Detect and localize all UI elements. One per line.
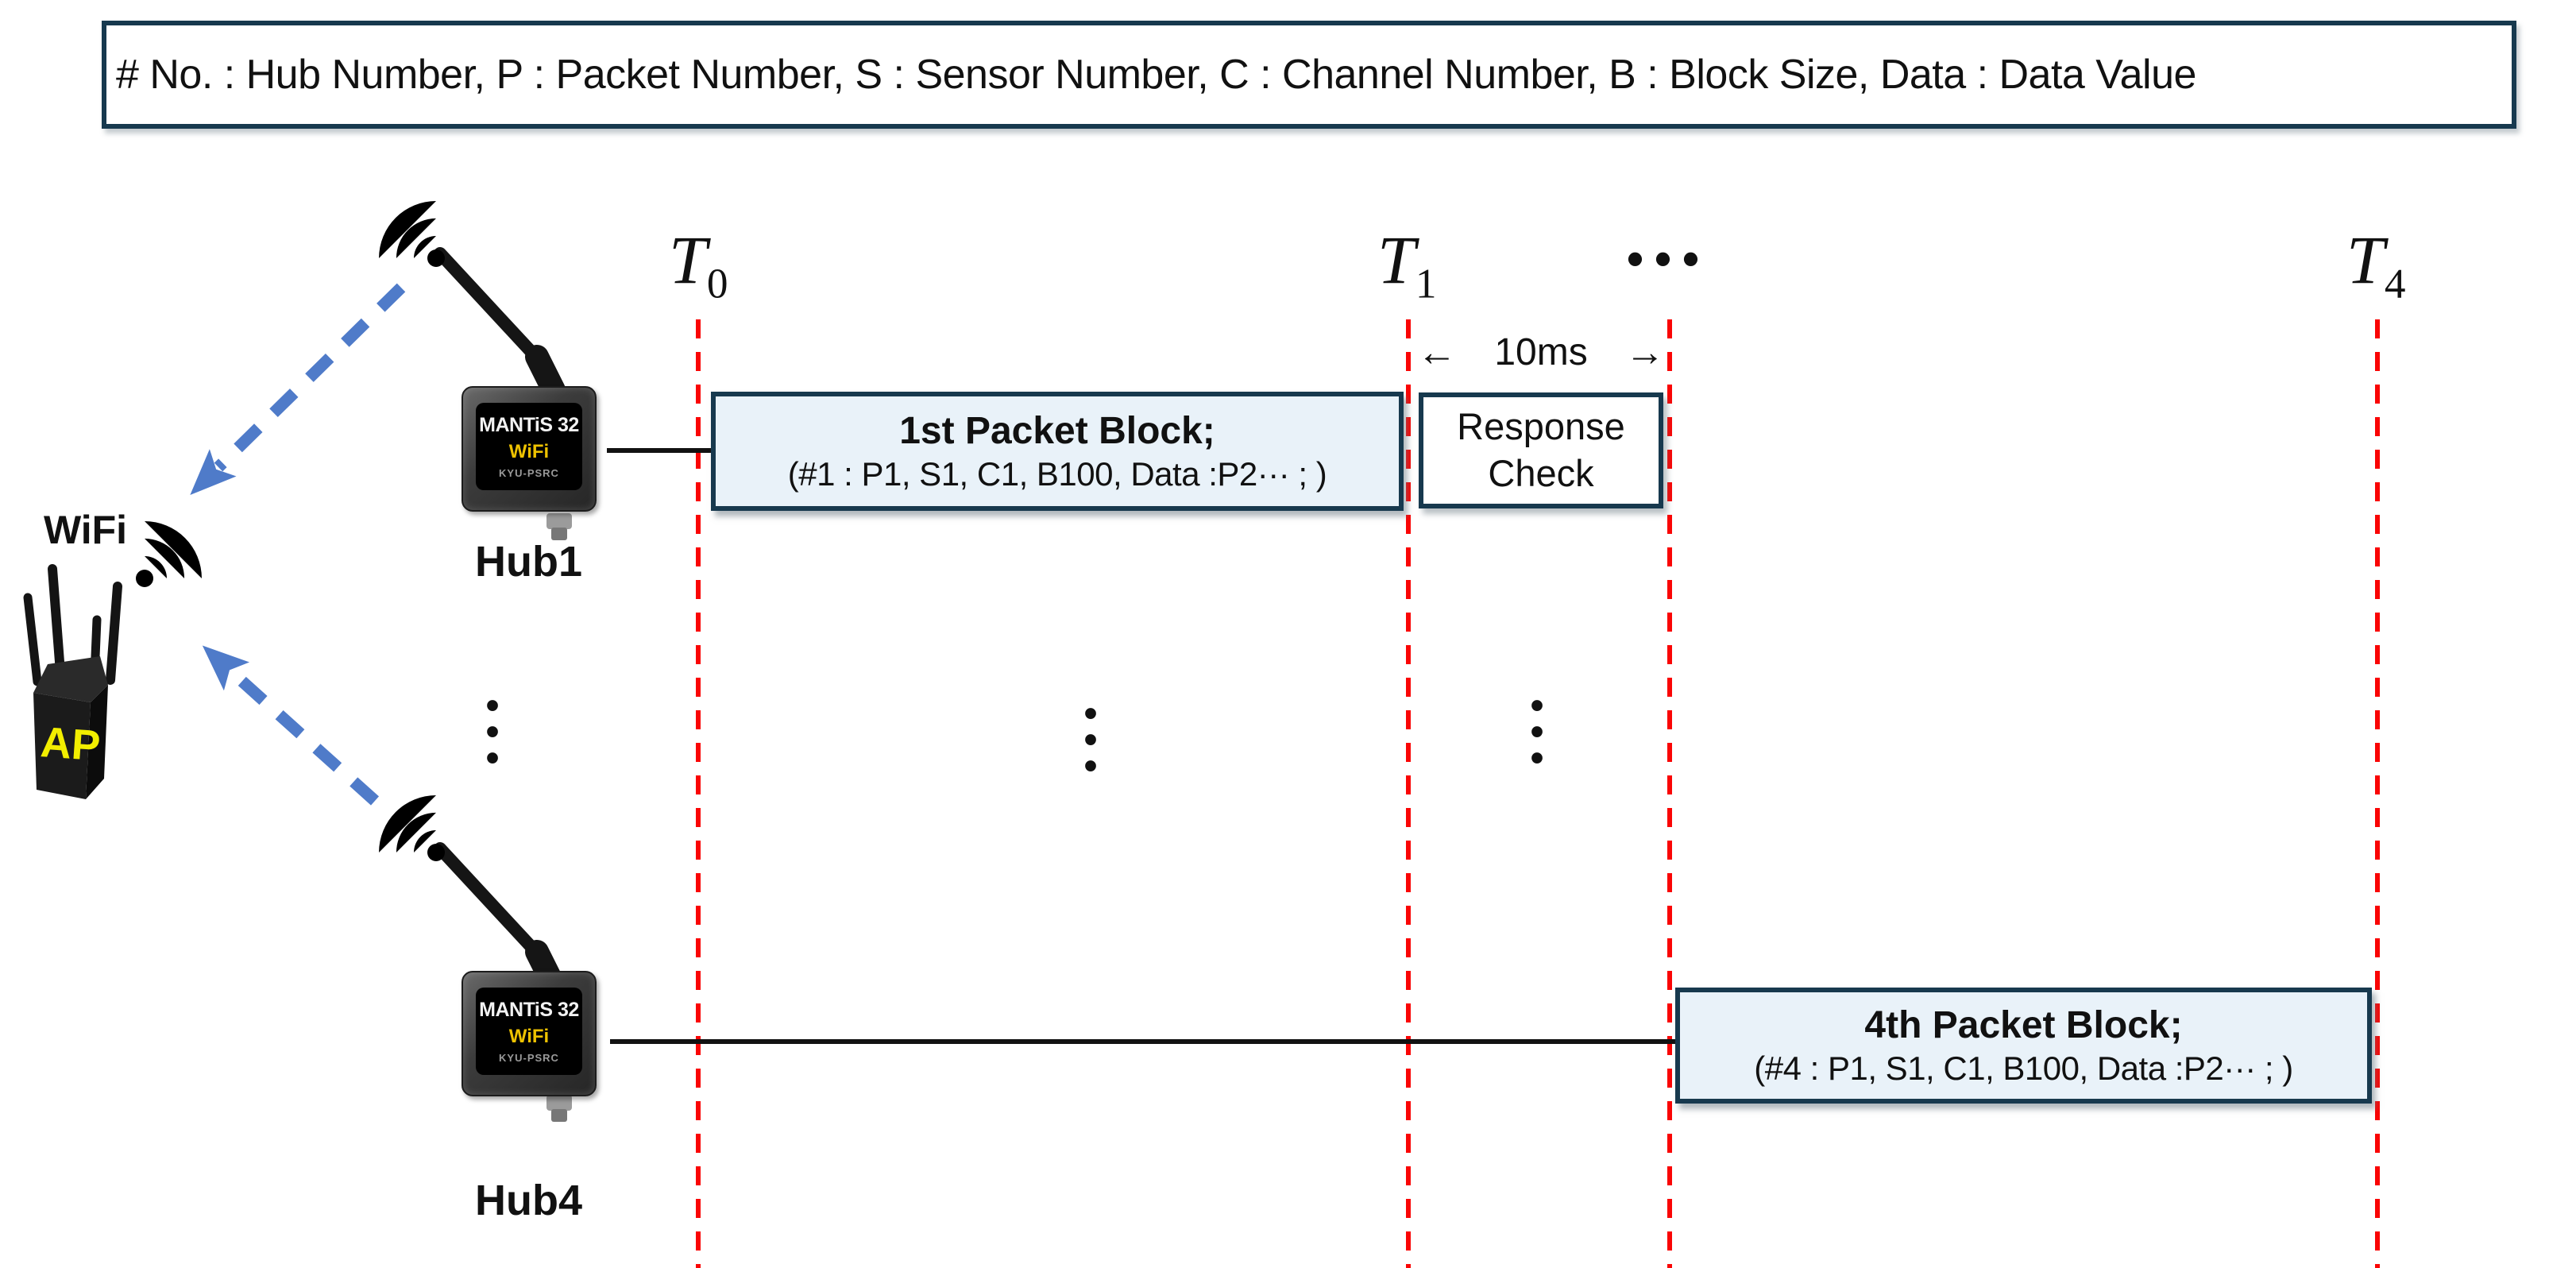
ap-wifi-label: WiFi (44, 508, 128, 552)
hub1-device: MANTiS 32 WiFi KYU-PSRC (462, 386, 597, 512)
t0-subscript: 0 (706, 259, 728, 307)
packet-block-4: 4th Packet Block; (#4 : P1, S1, C1, B100… (1675, 988, 2372, 1104)
hub4-antenna (434, 842, 566, 997)
wifi-link-hub4-to-ap (202, 645, 380, 806)
hub4-screen-wifi: WiFi (508, 1026, 550, 1047)
hub4-device-screen: MANTiS 32 WiFi KYU-PSRC (476, 988, 582, 1075)
packet-block-4-detail: (#4 : P1, S1, C1, B100, Data :P2··· ; ) (1754, 1049, 2293, 1087)
connector-line-hub1 (607, 448, 713, 453)
left-arrow-icon: ← (1417, 330, 1457, 374)
timeline-label-t1: T1 (1377, 226, 1437, 305)
response-check-line2: Check (1488, 452, 1594, 494)
legend-text: # No. : Hub Number, P : Packet Number, S… (116, 52, 2196, 98)
t4-subscript: 4 (2384, 259, 2406, 307)
packet-block-4-title: 4th Packet Block; (1864, 1003, 2183, 1046)
packet-block-1: 1st Packet Block; (#1 : P1, S1, C1, B100… (711, 392, 1404, 511)
timeline-line-t0 (696, 319, 701, 1268)
response-check-line1: Response (1457, 405, 1625, 448)
timeline-line-t1 (1406, 319, 1411, 1268)
timeline-line-t4 (2375, 319, 2380, 1268)
hub4-screen-maker: KYU-PSRC (499, 1052, 559, 1064)
ap-antenna-1 (23, 593, 42, 686)
wifi-link-hub1-to-ap (190, 283, 406, 496)
t1-subscript: 1 (1415, 259, 1437, 307)
hub1-connector-port (546, 513, 572, 540)
hub4-screen-model: MANTiS 32 (479, 999, 579, 1021)
packet-block-1-title: 1st Packet Block; (899, 409, 1215, 452)
hub1-label: Hub1 (475, 538, 582, 586)
hub1-screen-maker: KYU-PSRC (499, 467, 559, 479)
t1-base: T (1377, 222, 1415, 298)
timeline-line-intermediate (1667, 319, 1672, 1268)
legend-box: # No. : Hub Number, P : Packet Number, S… (102, 21, 2516, 129)
ap-antenna-2 (48, 564, 65, 677)
hub4-device: MANTiS 32 WiFi KYU-PSRC (462, 971, 597, 1096)
t4-base: T (2346, 222, 2385, 298)
vertical-ellipsis-hubs: ••• (485, 685, 500, 779)
hub4-label: Hub4 (475, 1177, 582, 1224)
hub1-screen-wifi: WiFi (508, 441, 550, 462)
interval-label: 10ms (1494, 331, 1588, 373)
response-check-box: Response Check (1419, 392, 1663, 508)
ap-device-label: AP (39, 718, 102, 770)
packet-block-1-detail: (#1 : P1, S1, C1, B100, Data :P2··· ; ) (787, 454, 1327, 493)
connector-line-hub4 (610, 1039, 1677, 1044)
timeline-label-t4: T4 (2346, 226, 2406, 305)
right-arrow-icon: → (1625, 330, 1665, 374)
hub1-screen-model: MANTiS 32 (479, 414, 579, 436)
timeline-continuation-ellipsis: ••• (1627, 232, 1711, 285)
hub4-connector-port (546, 1095, 572, 1122)
vertical-ellipsis-right: ••• (1530, 685, 1544, 779)
hub1-device-screen: MANTiS 32 WiFi KYU-PSRC (476, 403, 582, 490)
t0-base: T (669, 222, 707, 298)
ap-antenna-4 (106, 582, 122, 685)
vertical-ellipsis-middle: ••• (1083, 693, 1098, 787)
timeline-label-t0: T0 (669, 226, 728, 305)
interval-annotation: ← 10ms → (1417, 329, 1665, 375)
hub1-antenna (434, 247, 566, 402)
ap-device: AP (23, 564, 122, 799)
